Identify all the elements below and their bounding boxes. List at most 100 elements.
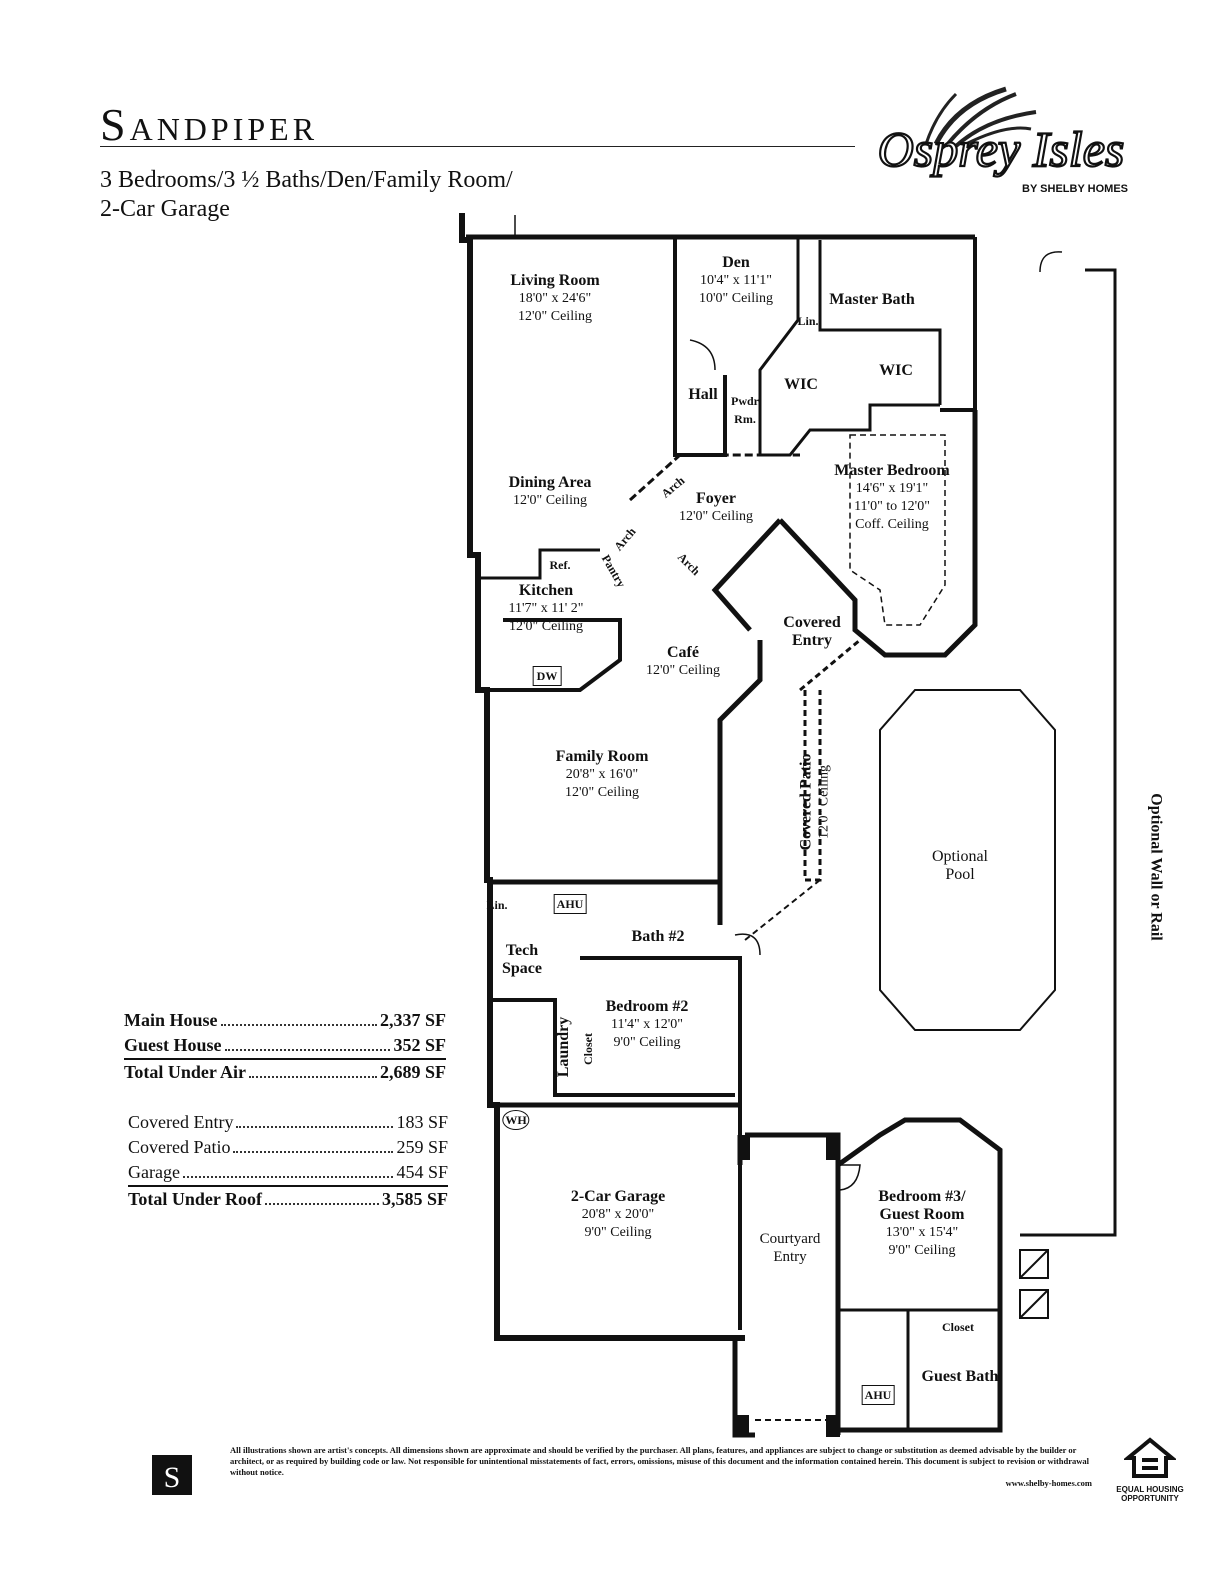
room-name: Tech [505,942,539,959]
room-master-bedroom: Master Bedroom 14'6" x 19'1" 11'0" to 12… [834,462,949,534]
website-link[interactable]: www.shelby-homes.com [1005,1478,1092,1488]
logo-subtext: BY SHELBY HOMES [1022,183,1128,195]
area-value: 352 SF [393,1035,446,1055]
room-dims: 11'7" x 11' 2" [508,601,584,616]
room-ceiling: 9'0" Ceiling [613,1035,681,1050]
room-hall: Hall [688,386,717,404]
builder-logo-icon: S [152,1455,192,1495]
room-name: Master Bath [829,291,915,308]
room-living-room: Living Room 18'0" x 24'6" 12'0" Ceiling [510,272,599,326]
area-label: Main House [124,1010,218,1030]
ahu-label-1: AHU [553,894,587,914]
room-dining-area: Dining Area 12'0" Ceiling [509,474,592,510]
water-heater-label: WH [502,1110,530,1130]
room-ceiling: 9'0" Ceiling [584,1225,652,1240]
room-dims: 18'0" x 24'6" [518,291,592,306]
room-name: Living Room [510,272,600,289]
room-name-2: Entry [792,632,832,649]
room-bedroom-3: Bedroom #3/ Guest Room 13'0" x 15'4" 9'0… [878,1188,965,1260]
room-name: Bedroom #2 [605,998,689,1015]
room-name: Den [722,254,750,271]
equal-housing-logo: EQUAL HOUSING OPPORTUNITY [1112,1436,1188,1508]
room-name-2: Guest Room [879,1206,965,1223]
closet-label-1: Closet [581,1033,595,1065]
room-dims: 20'8" x 20'0" [581,1207,655,1222]
room-name: WIC [879,362,913,379]
logo-wordmark: Osprey Isles [878,121,1125,177]
area-value: 183 SF [396,1112,448,1132]
area-value: 2,337 SF [379,1010,446,1030]
area-value: 454 SF [396,1162,448,1182]
pool-label-2: Pool [945,866,975,883]
room-name: 2-Car Garage [570,1188,666,1205]
ahu-label-2: AHU [861,1385,895,1405]
room-name: Hall [688,386,718,403]
room-cafe: Café 12'0" Ceiling [646,644,720,680]
linen-1: Lin. [797,314,819,328]
room-ceiling: 11'0" to 12'0" [854,499,930,514]
room-guest-bath: Guest Bath [922,1368,999,1386]
room-name: Bedroom #3/ [878,1188,966,1205]
room-name: Master Bedroom [834,462,950,479]
room-ceiling: 12'0" Ceiling [816,765,832,839]
room-master-bath: Master Bath [829,291,914,309]
room-name: Covered Patio [797,753,815,851]
room-kitchen: Kitchen 11'7" x 11' 2" 12'0" Ceiling [509,582,584,636]
equal-housing-icon [1122,1437,1178,1478]
room-dims: 14'6" x 19'1" [855,481,929,496]
room-name: Kitchen [518,582,574,599]
room-name-2: Entry [773,1249,807,1265]
area-row-garage: Garage 454 SF [128,1160,448,1185]
svg-text:S: S [164,1461,181,1494]
builder-logo: S [150,1455,200,1505]
room-name-2: Space [502,960,542,977]
subtitle-line-2: 2-Car Garage [100,196,230,222]
legal-disclaimer: All illustrations shown are artist's con… [230,1445,1092,1489]
room-bath-2: Bath #2 [632,928,685,946]
room-name: Guest Bath [921,1368,999,1385]
room-ceiling: 10'0" Ceiling [699,291,773,306]
room-name: Café [667,644,699,661]
room-ceiling: 9'0" Ceiling [888,1243,956,1258]
room-ceiling-type: Coff. Ceiling [855,517,929,532]
linen-2: Lin. [486,898,508,912]
room-ceiling: 12'0" Ceiling [679,509,753,524]
area-label: Covered Entry [128,1112,234,1132]
room-ceiling: 12'0" Ceiling [565,785,639,800]
room-laundry: Laundry [555,1016,573,1078]
area-row-total-under-roof: Total Under Roof 3,585 SF [128,1185,448,1212]
area-label: Garage [128,1162,180,1182]
room-ceiling: 12'0" Ceiling [646,663,720,678]
room-tech-space: Tech Space [502,942,542,978]
room-name: Courtyard [759,1231,821,1247]
title-divider [100,146,855,147]
area-row-main-house: Main House 2,337 SF [124,1008,446,1033]
disclaimer-text: All illustrations shown are artist's con… [230,1445,1089,1477]
subtitle-line-1: 3 Bedrooms/3 ½ Baths/Den/Family Room/ [100,167,513,193]
room-name: Dining Area [508,474,592,491]
room-name: Foyer [696,490,736,507]
room-ceiling: 12'0" Ceiling [518,309,592,324]
room-name: Bath #2 [631,928,685,945]
room-name: Family Room [555,748,649,765]
room-dims: 13'0" x 15'4" [885,1225,959,1240]
room-covered-patio: Covered Patio 12'0" Ceiling [798,753,834,850]
room-foyer: Foyer 12'0" Ceiling [679,490,753,526]
optional-pool: Optional Pool [932,848,988,884]
room-ceiling: 12'0" Ceiling [509,619,583,634]
room-dims: 20'8" x 16'0" [565,767,639,782]
closet-label-2: Closet [942,1320,974,1334]
area-label: Covered Patio [128,1137,231,1157]
area-value: 3,585 SF [381,1189,448,1209]
area-label: Total Under Roof [128,1189,263,1209]
room-wic-2: WIC [879,362,913,380]
room-powder: Pwdr Rm. [731,394,759,426]
room-covered-entry: Covered Entry [783,614,840,650]
room-family-room: Family Room 20'8" x 16'0" 12'0" Ceiling [556,748,649,802]
room-2-car-garage: 2-Car Garage 20'8" x 20'0" 9'0" Ceiling [571,1188,665,1242]
room-name: Covered [783,614,841,631]
